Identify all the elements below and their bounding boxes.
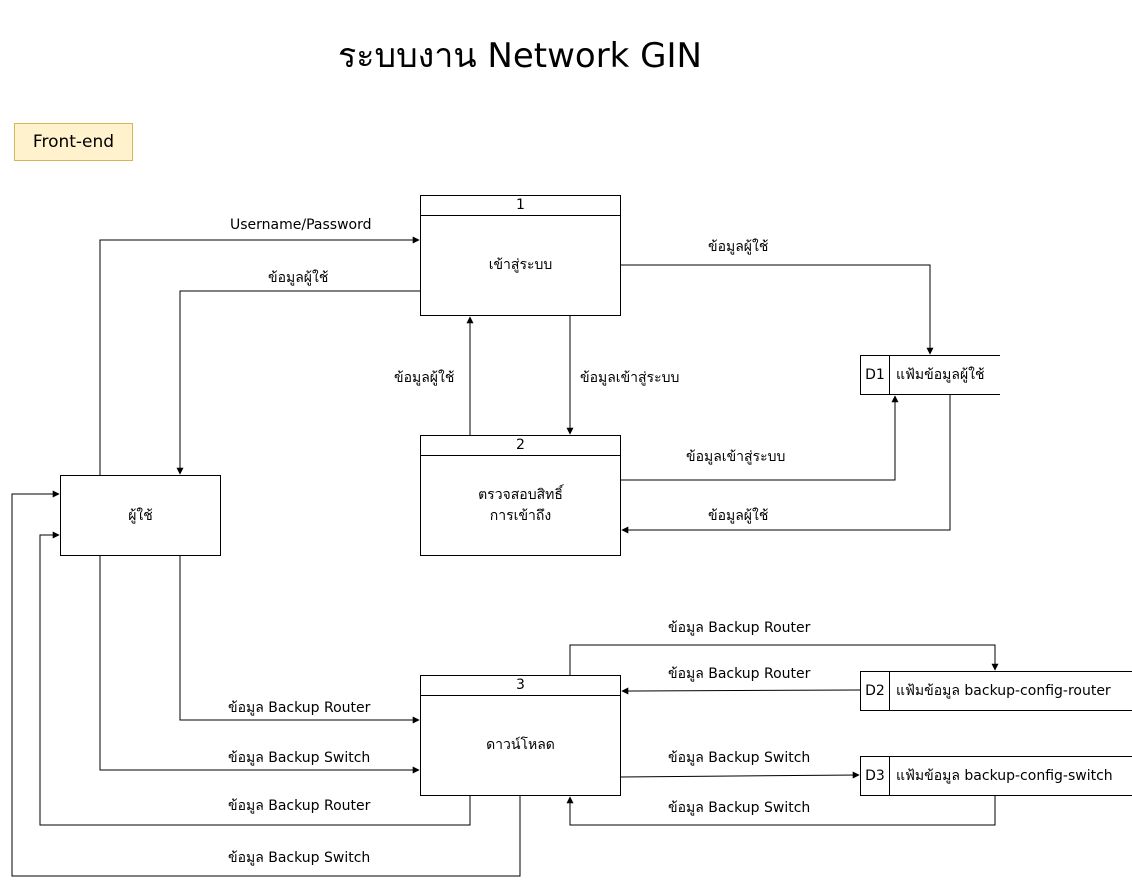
store-id: D3 <box>860 757 890 795</box>
store-id: D1 <box>860 356 890 394</box>
flow-label: Username/Password <box>230 217 372 233</box>
flow-label: ข้อมูลผู้ใช้ <box>268 270 329 286</box>
flow-label: ข้อมูล Backup Switch <box>668 750 811 766</box>
flow-label: ข้อมูล Backup Router <box>228 798 371 814</box>
store-name: แฟ้มข้อมูลผู้ใช้ <box>896 367 985 383</box>
flow-label: ข้อมูล Backup Router <box>228 700 371 716</box>
process-number: 3 <box>421 676 620 696</box>
flow-d3-to-p3 <box>566 795 996 826</box>
data-store-d1: D1 แฟ้มข้อมูลผู้ใช้ <box>860 355 1000 395</box>
process-name: ดาวน์โหลด <box>486 737 555 753</box>
front-end-tag: Front-end <box>14 123 133 161</box>
diagram-title: ระบบงาน Network GIN <box>337 36 702 76</box>
flow-label: ข้อมูล Backup Switch <box>668 800 811 816</box>
flow-p1-to-d1 <box>620 264 934 355</box>
flow-label: ข้อมูลเข้าสู่ระบบ <box>686 449 786 465</box>
flow-label: ข้อมูล Backup Switch <box>228 750 371 766</box>
flow-p2-to-d1 <box>620 395 899 481</box>
flow-label: ข้อมูลผู้ใช้ <box>394 370 455 386</box>
process-number: 2 <box>421 436 620 456</box>
flow-p3-router-back <box>39 531 471 826</box>
process-3: 3 ดาวน์โหลด <box>420 675 621 796</box>
store-id: D2 <box>860 672 890 710</box>
process-2: 2 ตรวจสอบสิทธิ์ การเข้าถึง <box>420 435 621 556</box>
flow-p3-to-d2 <box>569 644 999 675</box>
store-name: แฟ้มข้อมูล backup-config-switch <box>896 768 1113 784</box>
flow-label: ข้อมูลเข้าสู่ระบบ <box>580 370 680 386</box>
flow-label: ข้อมูล Backup Router <box>668 666 811 682</box>
flow-label: ข้อมูล Backup Switch <box>228 850 371 866</box>
flow-label: ข้อมูลผู้ใช้ <box>708 239 769 255</box>
flow-label: ข้อมูล Backup Router <box>668 620 811 636</box>
process-number: 1 <box>421 196 620 216</box>
store-name: แฟ้มข้อมูล backup-config-router <box>896 683 1111 699</box>
flow-label: ข้อมูลผู้ใช้ <box>708 508 769 524</box>
flow-entity-switch <box>99 555 420 774</box>
flow-d1-to-p2 <box>621 395 951 534</box>
flow-d2-to-p3 <box>621 687 861 695</box>
flow-entity-router <box>179 555 420 724</box>
data-store-d2: D2 แฟ้มข้อมูล backup-config-router <box>860 671 1132 711</box>
flow-user-to-entity <box>176 290 420 475</box>
flow-p3-switch-back <box>11 490 521 877</box>
process-name: เข้าสู่ระบบ <box>488 257 553 273</box>
data-store-d3: D3 แฟ้มข้อมูล backup-config-switch <box>860 756 1132 796</box>
flow-p3-to-d3 <box>619 771 860 779</box>
flow-username-password <box>99 236 420 475</box>
process-1: 1 เข้าสู่ระบบ <box>420 195 621 316</box>
entity-user: ผู้ใช้ <box>60 475 221 556</box>
process-name: ตรวจสอบสิทธิ์ การเข้าถึง <box>478 486 563 524</box>
